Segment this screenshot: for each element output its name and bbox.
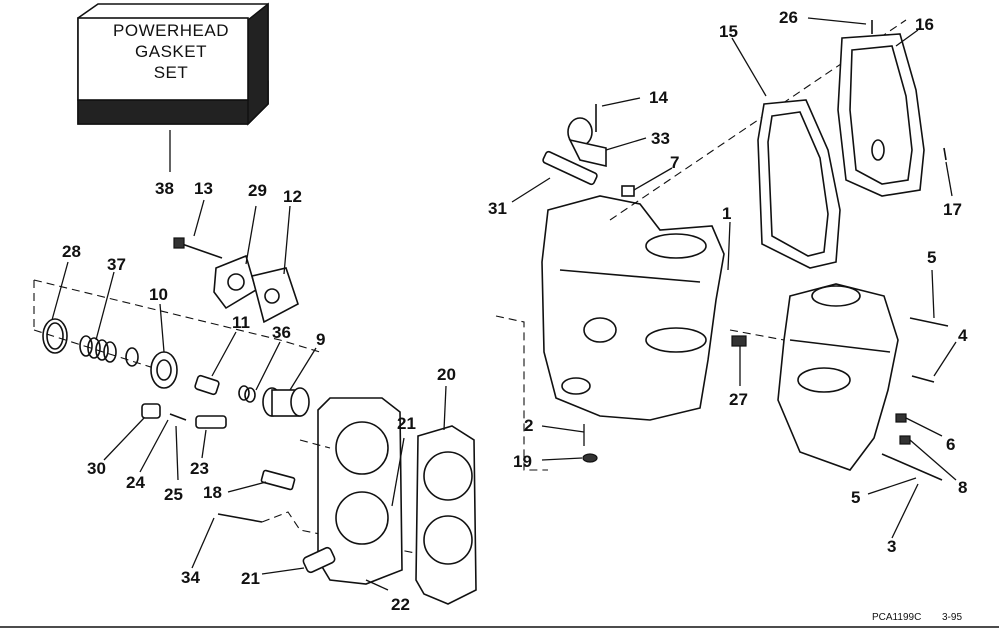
callout-29: 29 [248, 181, 267, 200]
callout-13: 13 [194, 179, 213, 198]
cylinder-block [541, 195, 725, 421]
pin-17 [943, 147, 947, 161]
fitting-7 [621, 185, 635, 197]
bolt-13 [173, 237, 223, 259]
figure-code: PCA1199C [872, 612, 922, 623]
callout-8: 8 [958, 478, 968, 497]
callout-9: 9 [316, 330, 326, 349]
callout-19: 19 [513, 452, 532, 471]
cylinder-head-22 [302, 397, 403, 585]
callout-21-upper: 21 [397, 414, 416, 433]
gasket-set-label: POWERHEAD GASKET SET [96, 20, 246, 83]
callout-11: 11 [232, 313, 250, 332]
callout-37: 37 [107, 255, 126, 274]
fitting-27 [731, 335, 747, 347]
callout-38: 38 [155, 179, 174, 198]
callout-5-lower: 5 [851, 488, 861, 507]
callout-22: 22 [391, 595, 410, 614]
callout-21-lower: 21 [241, 569, 260, 588]
callout-30: 30 [87, 459, 106, 478]
callout-14: 14 [649, 88, 668, 107]
gasket-set-line2: GASKET [135, 42, 207, 61]
housing-9 [262, 387, 310, 417]
fitting-11 [194, 374, 220, 396]
pin-24 [169, 413, 187, 421]
nut-19 [582, 453, 598, 463]
callout-10: 10 [149, 285, 168, 304]
head-gasket-20 [415, 425, 477, 605]
seal-10 [150, 351, 178, 389]
screw-34 [217, 513, 263, 523]
callout-24: 24 [126, 473, 145, 492]
bracket-33 [567, 117, 607, 168]
callout-3: 3 [887, 537, 897, 556]
callout-4: 4 [958, 326, 968, 345]
figure-date: 3-95 [942, 612, 963, 623]
fitting-8 [899, 435, 911, 445]
callout-23: 23 [190, 459, 209, 478]
callout-26: 26 [779, 8, 798, 27]
crankcase-half [777, 283, 899, 471]
callout-33: 33 [651, 129, 670, 148]
callout-27: 27 [729, 390, 748, 409]
pin-31 [542, 150, 598, 186]
callout-18: 18 [203, 483, 222, 502]
fitting-30 [141, 403, 161, 419]
callout-17: 17 [943, 200, 962, 219]
cover-16 [837, 33, 925, 197]
callout-31: 31 [488, 199, 507, 218]
fitting-23 [195, 415, 227, 429]
washer [125, 347, 139, 367]
callout-2: 2 [524, 416, 534, 435]
bolt-4 [911, 375, 935, 383]
gasket-set-box [77, 2, 269, 126]
leader-lines [51, 17, 957, 591]
callout-6: 6 [946, 435, 956, 454]
gasket-set-line3: SET [153, 63, 189, 82]
callout-7: 7 [670, 153, 680, 172]
callout-16: 16 [915, 15, 934, 34]
gasket-12 [251, 267, 299, 324]
bolt-5b [881, 453, 943, 481]
sensor-18 [260, 469, 296, 491]
callout-5-upper: 5 [927, 248, 937, 267]
callout-1: 1 [722, 204, 732, 223]
callout-12: 12 [283, 187, 302, 206]
bolt-5a [909, 317, 949, 327]
o-ring-28 [42, 318, 68, 354]
fitting-6 [895, 413, 907, 423]
callout-15: 15 [719, 22, 738, 41]
callout-25: 25 [164, 485, 183, 504]
callout-28: 28 [62, 242, 81, 261]
gasket-15 [757, 99, 841, 269]
spring-37 [79, 335, 117, 363]
gasket-set-line1: POWERHEAD [113, 21, 229, 40]
callout-20: 20 [437, 365, 456, 384]
callout-34: 34 [181, 568, 200, 587]
callout-36: 36 [272, 323, 291, 342]
cover-29 [213, 254, 257, 310]
spring-36 [238, 385, 250, 401]
